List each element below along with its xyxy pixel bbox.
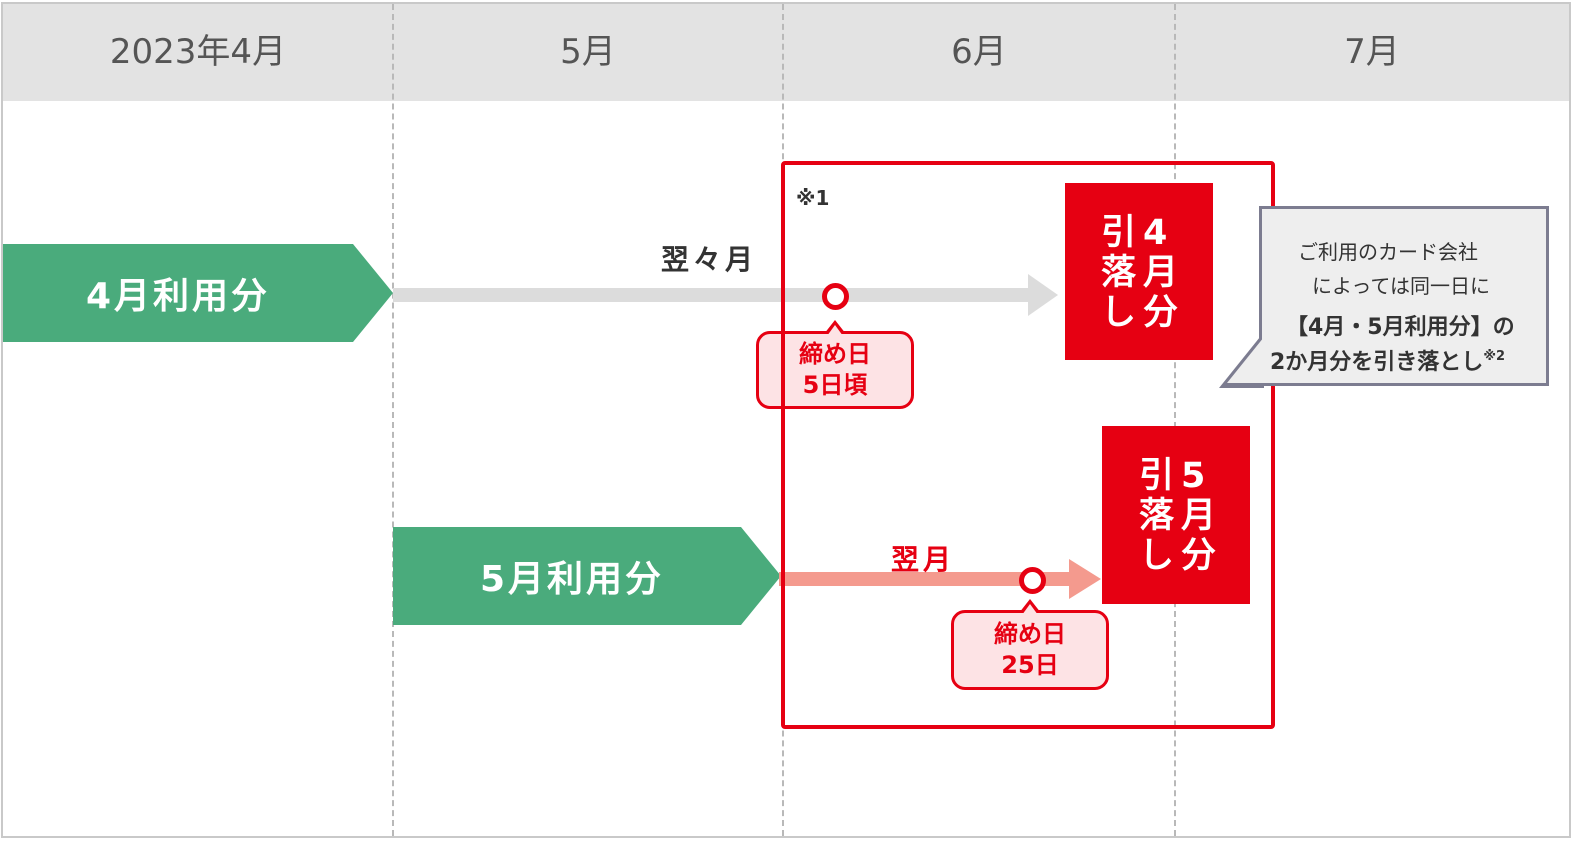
same-day-debit-callout: ご利用のカード会社 によっては同一日に 【4月・5月利用分】の 2か月分を引き落… [1259,206,1549,386]
month-label-may: 5月 [560,32,616,72]
may-closing-point [1019,567,1046,594]
closing-date: 5日頃 [802,371,868,399]
april-timing-label: 翌々月 [661,243,758,276]
may-timeline-arrow [779,572,1071,586]
month-label-june: 6月 [951,32,1007,72]
footnote-mark: ※1 [796,186,830,210]
april-closing-point [822,283,849,310]
callout-line: によっては同一日に [1312,274,1490,298]
debit-label: 引落し [1139,456,1175,576]
april-timeline-arrow [393,288,1031,302]
month-divider [392,4,394,836]
may-closing-date-bubble: 締め日 25日 [951,599,1109,690]
bubble-tail [827,325,843,336]
debit-label: 引落し [1101,213,1137,333]
footnote-mark: ※2 [1483,349,1505,364]
closing-date: 25日 [1001,651,1059,679]
month-divider [1174,4,1176,836]
month-label-july: 7月 [1344,32,1400,72]
month-header: 2023年4月 5月 6月 7月 [3,4,1569,101]
callout-line: 2か月分を引き落とし※2 [1270,344,1505,376]
callout-line: 【4月・5月利用分】の [1286,315,1515,340]
closing-label: 締め日 [799,340,871,368]
may-timing-label: 翌月 [891,543,956,576]
june-debit-window [781,161,1275,729]
bubble-tail [1022,604,1038,615]
may-arrow-head [1069,559,1101,599]
april-usage-label: 4月利用分 [3,244,393,342]
month-label-april: 2023年4月 [109,32,287,72]
may-usage-label: 5月利用分 [393,527,781,625]
april-arrow-head [1028,274,1058,316]
callout-text: 2か月分を引き落とし [1270,350,1484,375]
closing-label: 締め日 [994,620,1066,648]
callout-line: ご利用のカード会社 [1298,240,1478,264]
